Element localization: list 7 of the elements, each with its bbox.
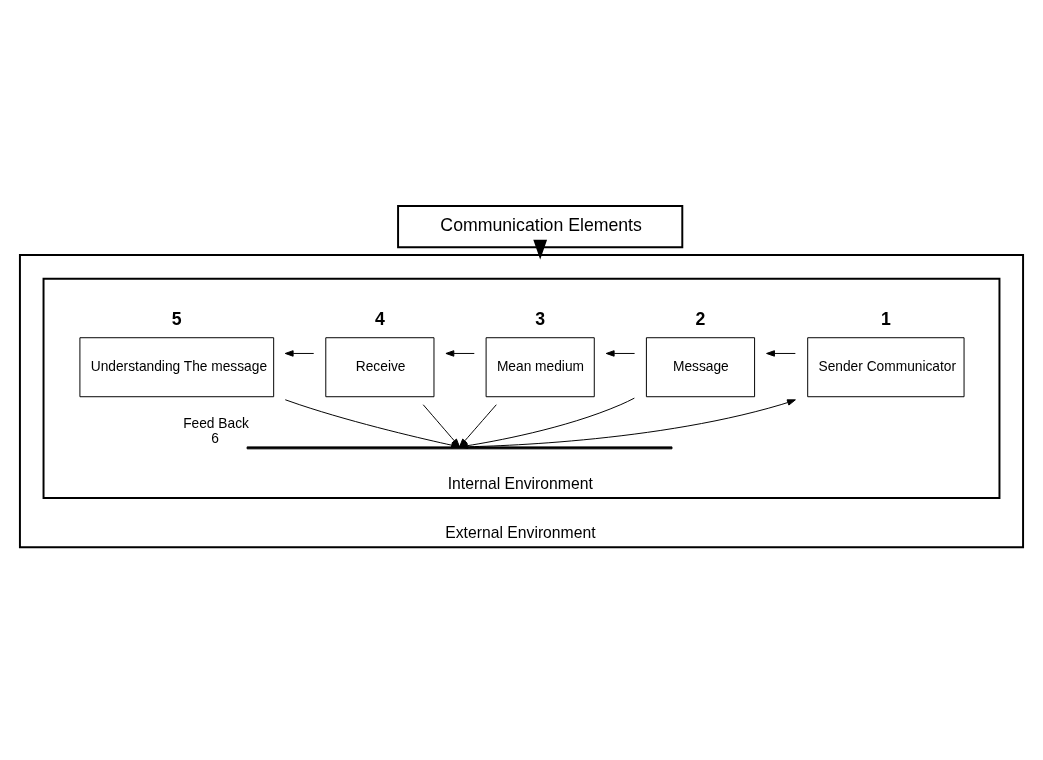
node-label: 4	[374, 308, 385, 329]
node-label: 1	[880, 308, 891, 329]
node-label: Feed Back	[183, 415, 249, 431]
node-label: 2	[695, 308, 706, 329]
node-label: 6	[211, 430, 219, 446]
node-label: 3	[535, 308, 546, 329]
node-label: 5	[171, 308, 182, 329]
